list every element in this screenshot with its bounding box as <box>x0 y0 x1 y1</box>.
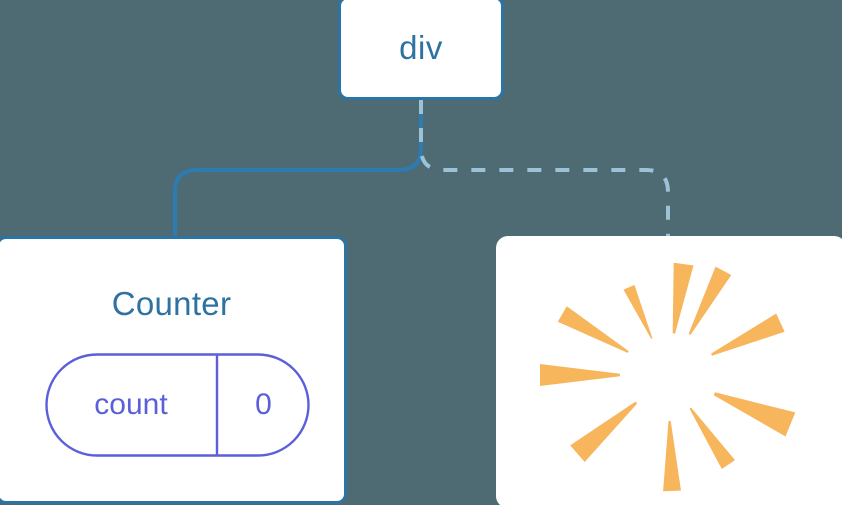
ray-ene <box>711 313 785 356</box>
edge-div-to-sparkle <box>419 100 670 238</box>
ray-n <box>672 262 694 334</box>
edge-div-to-counter <box>173 100 423 238</box>
prop-pill-value: 0 <box>255 388 272 421</box>
ray-e <box>713 392 796 437</box>
prop-pill-outline <box>45 353 310 457</box>
ray-s <box>663 420 681 492</box>
node-div-label: div <box>399 29 443 66</box>
node-sparkle[interactable] <box>496 236 842 505</box>
ray-w <box>540 364 620 386</box>
node-div[interactable]: div <box>338 0 504 100</box>
sparkle-burst-icon <box>540 262 796 492</box>
node-counter-label: Counter <box>111 285 232 322</box>
prop-pill-count[interactable]: count 0 <box>45 353 310 457</box>
ray-nw <box>557 306 629 353</box>
ray-nne <box>688 266 732 335</box>
ray-sse <box>689 407 735 469</box>
ray-sw <box>570 401 638 462</box>
ray-nnw <box>623 284 653 339</box>
prop-pill-key: count <box>94 388 168 421</box>
